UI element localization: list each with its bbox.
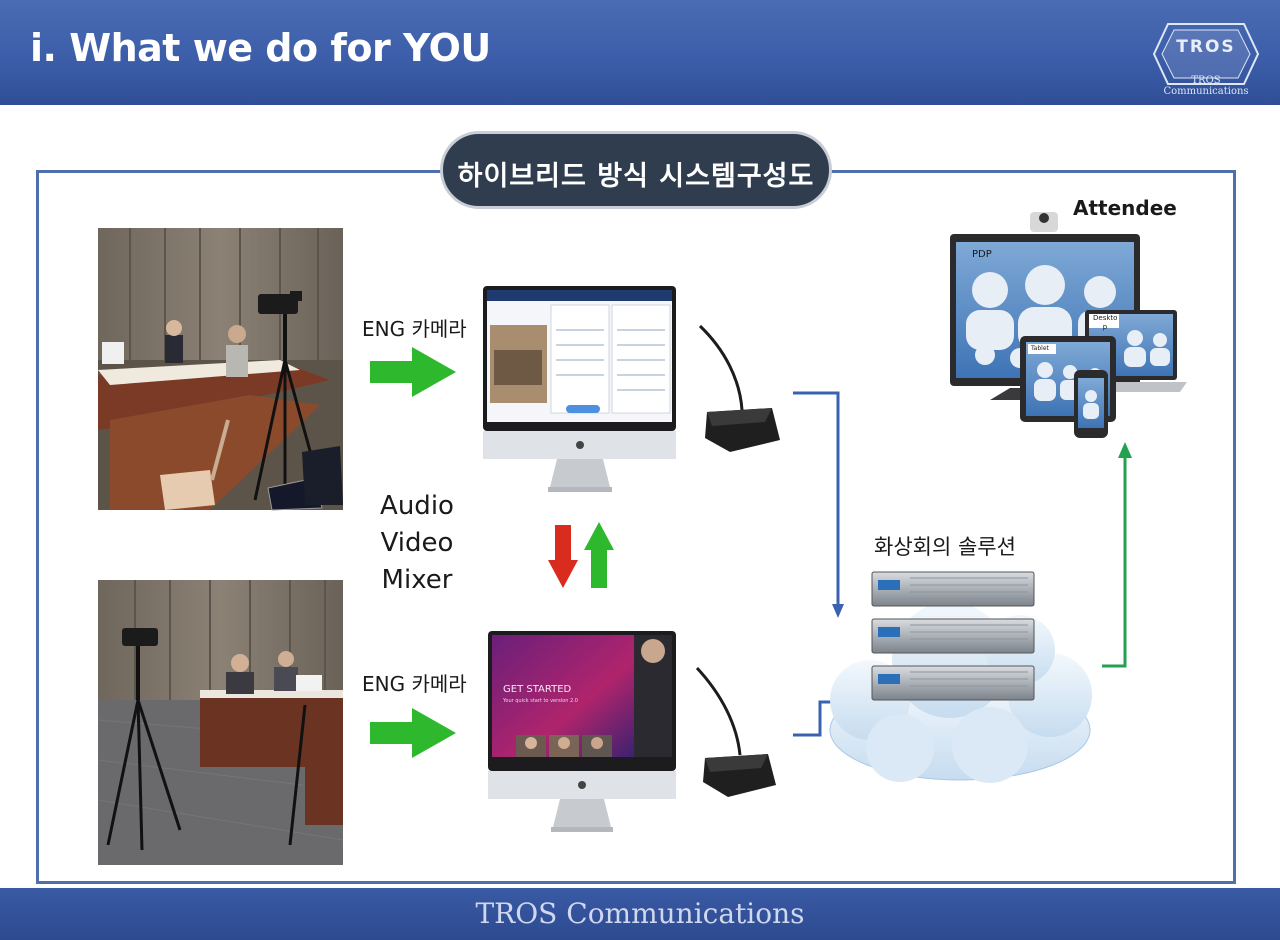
conference-room-photo-top <box>98 228 343 511</box>
tablet-label: Tablet <box>1031 345 1049 352</box>
pdp-label: PDP <box>972 249 992 260</box>
microphone-top-icon <box>698 324 780 452</box>
logo-subtitle: TROS Communications <box>1163 75 1249 97</box>
eng-camera-label-top: ENG 카메라 <box>362 317 467 341</box>
get-started-text: GET STARTED <box>503 684 572 695</box>
video-conference-solution-label: 화상회의 솔루션 <box>874 535 1016 559</box>
mixer-line-mixer: Mixer <box>381 565 453 595</box>
eng-camera-label-bottom: ENG 카메라 <box>362 672 467 696</box>
connector-mic-top-to-cloud <box>793 391 840 608</box>
green-up-arrow-icon <box>584 522 614 588</box>
av-mixer-label: Audio Video Mixer <box>370 488 464 599</box>
microphone-bottom-icon <box>695 666 776 797</box>
footer-company-name: TROS Communications <box>475 897 805 930</box>
diagram-title: 하이브리드 방식 시스템구성도 <box>457 161 815 192</box>
desktop-label: Deskto p <box>1093 314 1118 331</box>
header-bar <box>0 0 1280 105</box>
page-title: i. What we do for YOU <box>30 26 491 70</box>
green-arrow-icon-bottom <box>370 708 456 758</box>
connector-cloud-to-attendee <box>1102 455 1127 668</box>
red-down-arrow-icon <box>548 525 578 588</box>
tros-logo-icon <box>1152 23 1260 85</box>
attendee-label: Attendee <box>1073 196 1177 220</box>
imac-top-icon <box>483 286 676 492</box>
conference-room-photo-bottom <box>97 580 344 865</box>
server-rack-icon <box>871 571 1035 701</box>
diagram-title-pill <box>440 131 832 209</box>
green-arrow-icon-top <box>370 347 456 397</box>
tablet-icon <box>1020 336 1116 422</box>
connector-mic-bottom-to-cloud <box>793 700 838 737</box>
smartphone-icon <box>1074 370 1108 438</box>
get-started-tagline: Your quick start to version 2.0 <box>503 698 578 704</box>
footer-bar <box>0 888 1280 940</box>
logo-text: TROS <box>1176 37 1236 57</box>
mixer-line-video: Video <box>380 528 454 558</box>
imac-bottom-icon <box>488 631 676 832</box>
mixer-line-audio: Audio <box>380 491 454 521</box>
